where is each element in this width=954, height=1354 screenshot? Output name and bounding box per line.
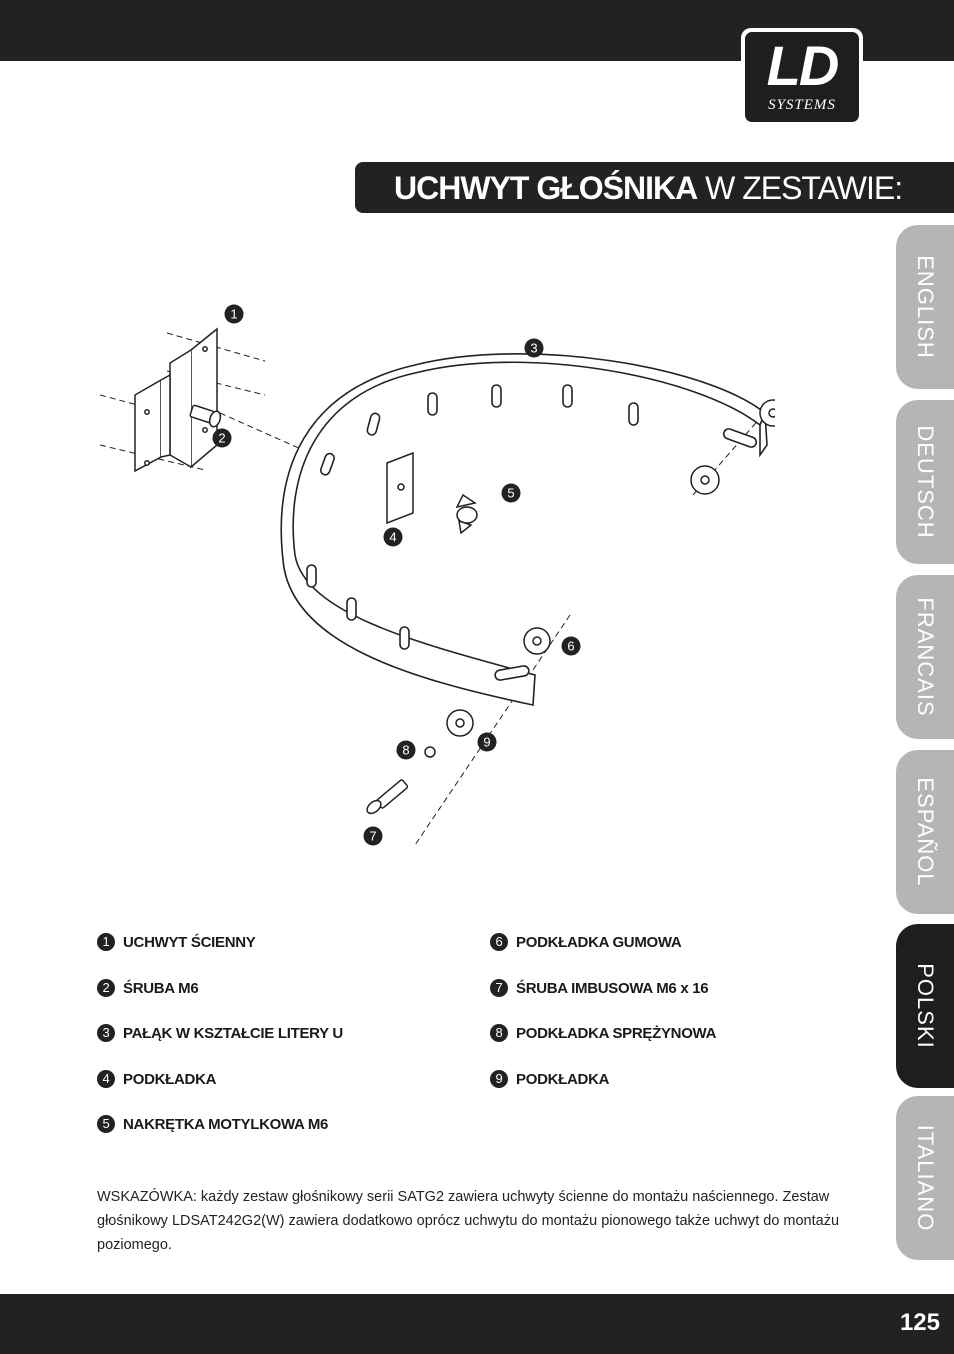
callout-8-label: 8 (402, 743, 409, 758)
callout-1-label: 1 (230, 307, 237, 322)
wall-bracket (134, 327, 218, 473)
legend-item-3: 3 PAŁĄK W KSZTAŁCIE LITERY U (97, 1024, 343, 1042)
tab-label: ESPAÑOL (913, 777, 938, 887)
legend-badge: 8 (490, 1024, 508, 1042)
tab-polski[interactable]: POLSKI (896, 924, 954, 1088)
callout-9-label: 9 (483, 735, 490, 750)
legend-item-5: 5 NAKRĘTKA MOTYLKOWA M6 (97, 1115, 328, 1133)
legend-badge: 7 (490, 979, 508, 997)
callout-5-label: 5 (507, 486, 514, 501)
legend-item-6: 6 PODKŁADKA GUMOWA (490, 933, 682, 951)
callout-2: 2 (212, 428, 232, 448)
tab-italiano[interactable]: ITALIANO (896, 1096, 954, 1260)
washer-plate (386, 451, 414, 525)
top-hex-screw (690, 399, 775, 495)
page-title: UCHWYT GŁOŚNIKA W ZESTAWIE: (394, 168, 903, 208)
legend-item-2: 2 ŚRUBA M6 (97, 979, 199, 997)
callout-3-label: 3 (530, 341, 537, 356)
tab-label: ENGLISH (913, 255, 938, 359)
callout-3: 3 (524, 338, 544, 358)
tab-label: ITALIANO (913, 1124, 938, 1232)
legend-badge: 5 (97, 1115, 115, 1133)
legend-item-9: 9 PODKŁADKA (490, 1070, 609, 1088)
legend-item-8: 8 PODKŁADKA SPRĘŻYNOWA (490, 1024, 716, 1042)
page-number: 125 (899, 1309, 940, 1336)
callout-4-label: 4 (389, 530, 396, 545)
legend-badge: 6 (490, 933, 508, 951)
legend-badge: 3 (97, 1024, 115, 1042)
m6-bolt (189, 404, 222, 428)
callout-6-label: 6 (567, 639, 574, 654)
callout-7-label: 7 (369, 829, 376, 844)
legend-item-7: 7 ŚRUBA IMBUSOWA M6 x 16 (490, 979, 709, 997)
legend-text: ŚRUBA M6 (123, 979, 199, 997)
bottom-bar (0, 1294, 954, 1354)
callout-8: 8 (396, 740, 416, 760)
u-shaped-bow (280, 353, 768, 706)
tab-label: POLSKI (913, 963, 938, 1049)
tab-english[interactable]: ENGLISH (896, 225, 954, 389)
legend-text: UCHWYT ŚCIENNY (123, 933, 256, 951)
legend-badge: 4 (97, 1070, 115, 1088)
legend-text: PODKŁADKA SPRĘŻYNOWA (516, 1024, 717, 1042)
tab-deutsch[interactable]: DEUTSCH (896, 400, 954, 564)
legend-text: PODKŁADKA (123, 1070, 217, 1088)
callout-5: 5 (501, 483, 521, 503)
callout-2-label: 2 (218, 431, 225, 446)
tab-espanol[interactable]: ESPAÑOL (896, 750, 954, 914)
wing-nut (455, 493, 478, 535)
callout-7: 7 (363, 826, 383, 846)
bracket-assembly-diagram: 1 2 3 4 5 6 7 8 9 (99, 304, 775, 846)
tab-francais[interactable]: FRANCAIS (896, 575, 954, 739)
logo-ld-text: LD (766, 34, 840, 97)
callout-9: 9 (477, 732, 497, 752)
tab-label: DEUTSCH (913, 425, 938, 539)
callout-6: 6 (561, 636, 581, 656)
title-bold: UCHWYT GŁOŚNIKA (394, 170, 698, 206)
legend-item-1: 1 UCHWYT ŚCIENNY (97, 933, 256, 951)
legend-badge: 2 (97, 979, 115, 997)
callout-1: 1 (224, 304, 244, 324)
tab-label: FRANCAIS (913, 597, 938, 717)
title-regular: W ZESTAWIE: (705, 170, 903, 206)
callout-4: 4 (383, 527, 403, 547)
legend-badge: 1 (97, 933, 115, 951)
bottom-hex-screw (366, 627, 551, 815)
legend-badge: 9 (490, 1070, 508, 1088)
logo-systems-text: SYSTEMS (768, 97, 836, 113)
note-paragraph: WSKAZÓWKA: każdy zestaw głośnikowy serii… (97, 1189, 840, 1253)
legend-text: PODKŁADKA (516, 1070, 610, 1088)
legend-text: PODKŁADKA GUMOWA (516, 933, 682, 951)
legend-text: NAKRĘTKA MOTYLKOWA M6 (123, 1115, 329, 1133)
legend-item-4: 4 PODKŁADKA (97, 1070, 216, 1088)
legend-text: ŚRUBA IMBUSOWA M6 x 16 (516, 979, 709, 997)
legend-text: PAŁĄK W KSZTAŁCIE LITERY U (123, 1024, 343, 1042)
ld-systems-logo: LD SYSTEMS (741, 28, 863, 126)
section-title-bar: UCHWYT GŁOŚNIKA W ZESTAWIE: (355, 162, 954, 213)
